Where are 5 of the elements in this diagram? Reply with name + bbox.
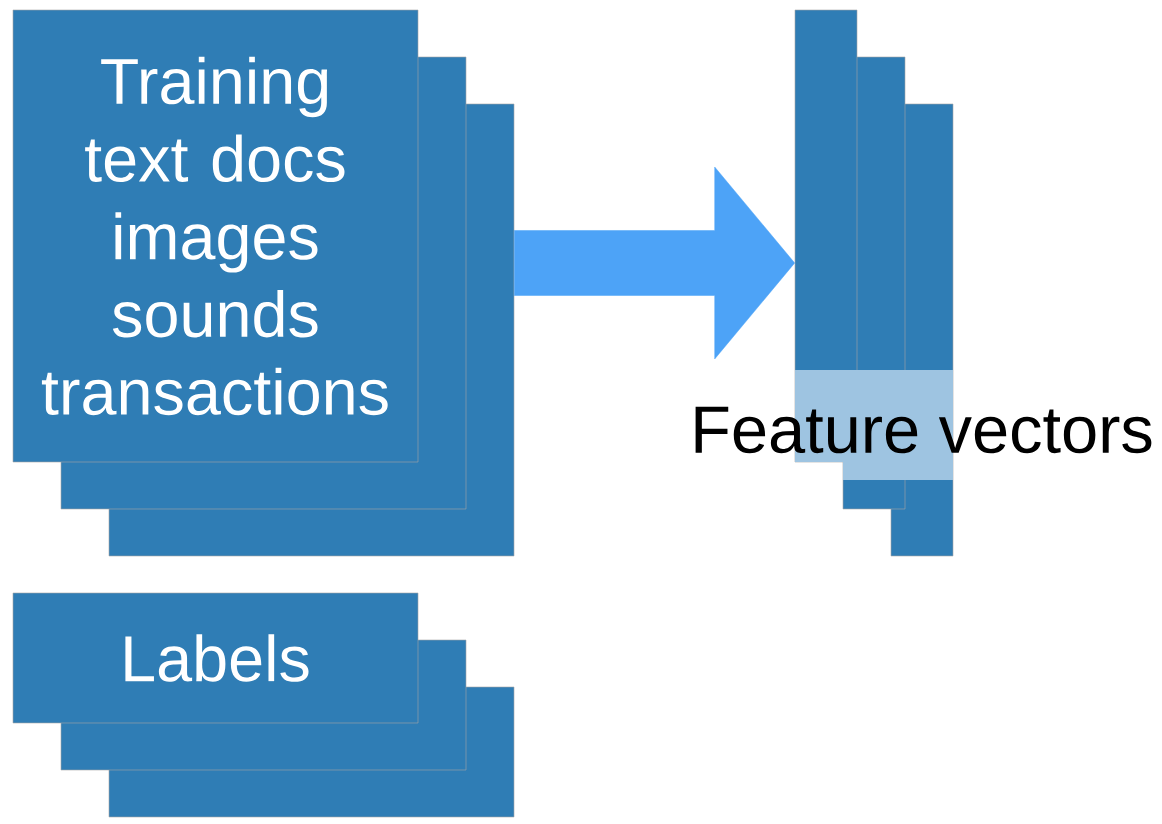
card-stack: Labels <box>12 592 515 818</box>
vector-bar-stack: Feature vectors <box>695 9 1152 557</box>
card-stack: Training text docs images sounds transactions <box>12 9 515 557</box>
node-label: Feature vectors <box>695 406 1152 454</box>
block-arrow <box>514 166 795 360</box>
